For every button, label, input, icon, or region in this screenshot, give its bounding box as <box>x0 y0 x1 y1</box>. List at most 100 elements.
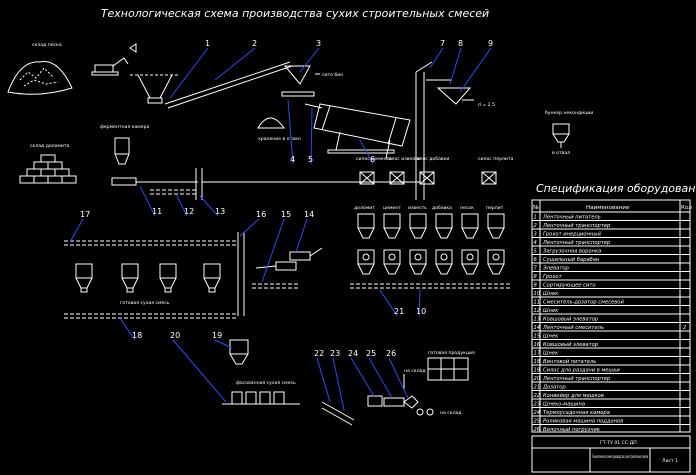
dosing-bin-bottom <box>435 249 453 275</box>
callout-number: 11 <box>152 207 162 216</box>
ribbon-mixer-14 <box>252 247 323 289</box>
spec-row-name: Грохот инерционный <box>543 231 601 237</box>
dosing-bins: доломит цемент известь добавка песок пер… <box>350 205 510 289</box>
spec-row-num: 25 <box>534 418 541 424</box>
crusher-label: ферментная камера <box>100 124 149 130</box>
callout-number: 9 <box>488 39 493 48</box>
bin-dolomite-label: доломит <box>354 206 375 211</box>
bin-perlite-label: перлит <box>486 206 504 211</box>
spec-row-num: 9 <box>534 282 537 288</box>
spec-row: 8 Грохот <box>532 271 690 280</box>
spec-row-num: 19 <box>534 367 541 373</box>
excavator-icon <box>91 43 137 76</box>
callout-22: 22 <box>314 349 331 403</box>
dosing-bin-bottom <box>357 249 375 275</box>
callout-23: 23 <box>330 349 345 411</box>
reject-bunker: бункер некондиции в отвал <box>545 110 593 156</box>
callout-16: 16 <box>239 210 266 237</box>
stamp-sheet: Лист 1 <box>662 458 678 464</box>
callout-number: 20 <box>170 331 180 340</box>
spec-row-name: Сушильный барабан <box>543 257 600 263</box>
elevator-7 <box>415 61 433 200</box>
dosing-bin-top <box>409 213 427 239</box>
spec-row-num: 3 <box>534 231 537 237</box>
callout-number: 19 <box>212 331 222 340</box>
spec-row-name: Конвейер для мешков <box>543 393 604 399</box>
silo-row: силос цемента силос извести силос добавк… <box>356 156 514 185</box>
callout-17: 17 <box>69 210 90 243</box>
dosing-bin-top <box>357 213 375 239</box>
drying-drum-6 <box>304 103 411 159</box>
stamp-title: Технологическая схема производства сухих… <box>592 453 648 460</box>
callout-number: 3 <box>316 39 321 48</box>
bin-cement-label: цемент <box>383 206 401 211</box>
callout-number: 14 <box>304 210 314 219</box>
callout-number: 25 <box>366 349 376 358</box>
spec-row-name: Ковшовый элеватор <box>543 316 599 322</box>
callout-3: 3 <box>299 39 321 73</box>
callout-21: 21 <box>379 289 404 317</box>
inertial-screen-3: сито бин <box>281 65 343 97</box>
spec-row-name: Шнек <box>543 350 559 356</box>
sorting-sieve-9: d = 2.5 <box>426 79 495 108</box>
inclined-conveyor-2 <box>164 61 293 109</box>
fraction-label: d = 2.5 <box>478 102 495 108</box>
callout-14: 14 <box>295 210 314 253</box>
spec-row-name: Ковшовый элеватор <box>543 342 599 348</box>
dosing-bin-bottom <box>383 249 401 275</box>
silo-additives-label: силос добавки <box>414 156 449 162</box>
dosing-bin-top <box>383 213 401 239</box>
dosing-bin-bottom <box>487 249 505 275</box>
spec-row-num: 23 <box>534 401 541 407</box>
bin-sand-label: песок <box>460 206 474 211</box>
spec-row-num: 16 <box>534 342 541 348</box>
callout-number: 15 <box>281 210 291 219</box>
silo-cement-label: силос цемента <box>356 157 392 162</box>
callout-7: 7 <box>429 39 445 69</box>
callout-number: 17 <box>80 210 90 219</box>
silo-perlite-label: силос перлита <box>478 157 514 162</box>
callout-number: 23 <box>330 349 340 358</box>
spec-row-name: Загрузочная воронка <box>543 248 601 254</box>
spec-row-qty: 2 <box>683 325 686 331</box>
callout-number: 8 <box>458 39 463 48</box>
spec-header-name: Наименование <box>586 205 630 211</box>
spec-row-name: Сортирующее сито <box>543 282 596 288</box>
callout-number: 1 <box>205 39 210 48</box>
callout-2: 2 <box>214 39 257 81</box>
callout-19: 19 <box>212 331 233 349</box>
callout-number: 18 <box>132 331 142 340</box>
reject-pile: хранение в отвал <box>257 117 301 142</box>
callout-1: 1 <box>169 39 210 99</box>
callout-6: 6 <box>359 139 375 165</box>
dosing-bin-top <box>487 213 505 239</box>
dosing-bin-top <box>461 213 479 239</box>
packing-silo-19: фасованная сухая смесь <box>222 339 300 405</box>
spec-row-num: 11 <box>534 299 541 305</box>
mix-ready-label: готовая сухая смесь <box>120 301 170 306</box>
callout-10: 10 <box>416 289 426 317</box>
spec-row-num: 8 <box>534 274 538 280</box>
sand-dump-label: склад песка <box>32 43 62 48</box>
spec-row-name: Шнек <box>543 333 559 339</box>
spec-row-num: 10 <box>534 291 541 297</box>
spec-header-num: № <box>533 205 539 211</box>
spec-row-name: Шнек <box>543 291 559 297</box>
spec-row-name: Грохот <box>543 274 563 280</box>
callout-25: 25 <box>366 349 393 399</box>
spec-row-num: 14 <box>534 325 541 331</box>
diagram-title: Технологическая схема производства сухих… <box>101 7 489 20</box>
